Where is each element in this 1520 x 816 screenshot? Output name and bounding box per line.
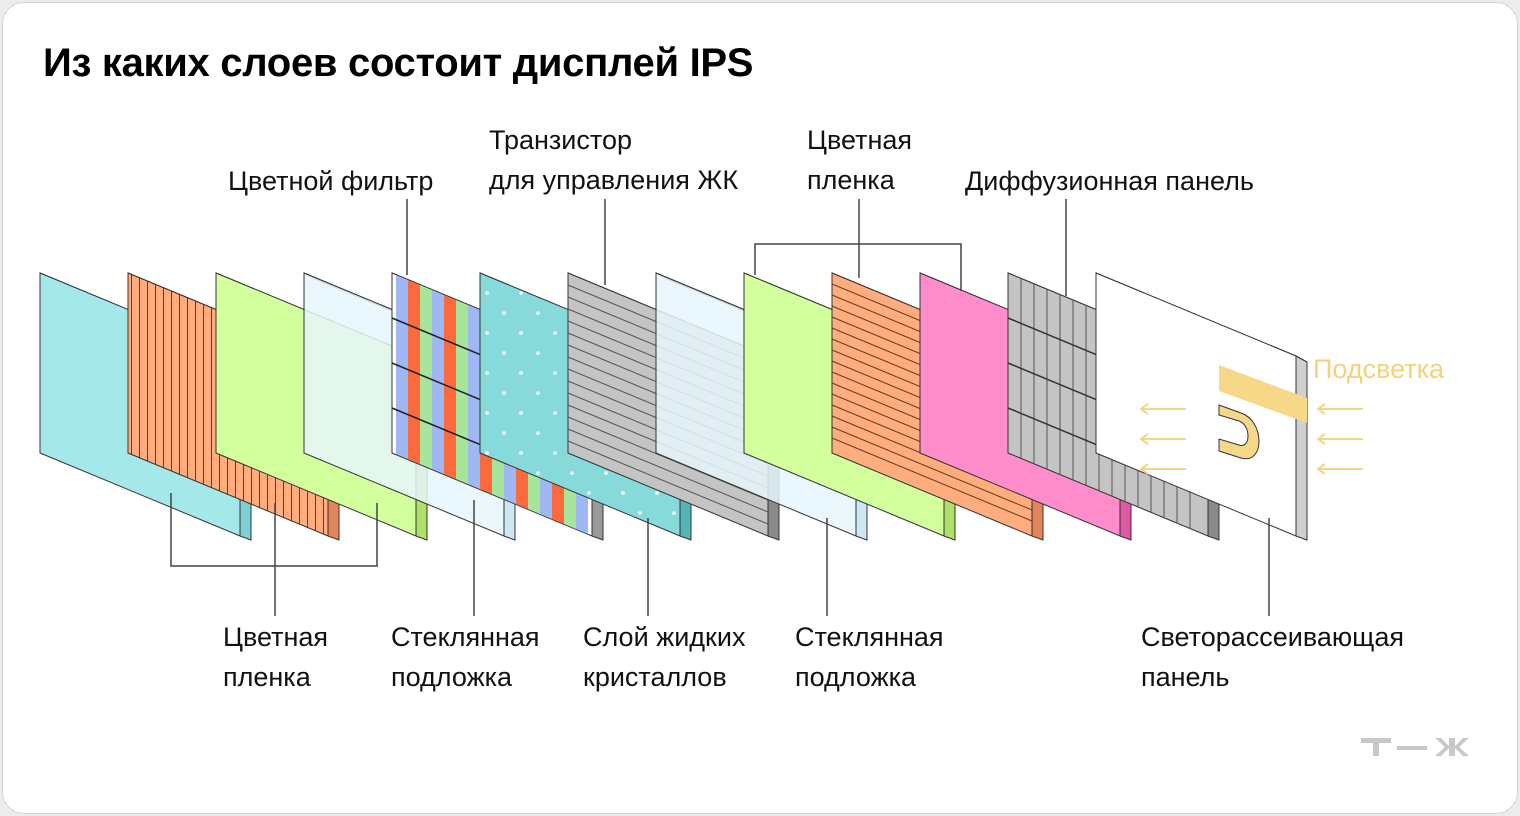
arrow-left-icon	[1139, 463, 1186, 475]
arrow-left-icon	[1316, 433, 1363, 445]
label-color-film-bottom: Цветная пленка	[223, 622, 329, 692]
backlight-arrows	[1139, 403, 1363, 475]
leader-lines	[170, 199, 1270, 616]
backlight-strip	[1219, 365, 1307, 423]
label-glass-substrate-right: Стеклянная подложка	[795, 622, 944, 692]
arrow-left-icon	[1139, 403, 1186, 415]
label-color-film-top: Цветная пленка	[807, 125, 913, 195]
arrow-left-icon	[1316, 463, 1363, 475]
diagram-title: Из каких слоев состоит дисплей IPS	[43, 41, 754, 85]
label-diffusion-panel: Диффузионная панель	[965, 166, 1254, 196]
layer-light-scattering-panel	[1095, 272, 1308, 541]
label-transistor: Транзистор для управления ЖК	[489, 125, 739, 195]
label-light-scattering-panel: Светорассеивающая панель	[1141, 622, 1405, 692]
label-liquid-crystal-layer: Слой жидких кристаллов	[583, 622, 746, 692]
tzh-logo-icon	[1361, 738, 1469, 756]
label-backlight: Подсветка	[1313, 354, 1445, 384]
label-glass-substrate-left: Стеклянная подложка	[391, 622, 540, 692]
ips-layers-diagram	[39, 199, 1363, 616]
arrow-left-icon	[1316, 403, 1363, 415]
arrow-left-icon	[1139, 433, 1186, 445]
backlight-lamp-icon	[1218, 404, 1260, 460]
label-color-filter: Цветной фильтр	[228, 166, 434, 196]
